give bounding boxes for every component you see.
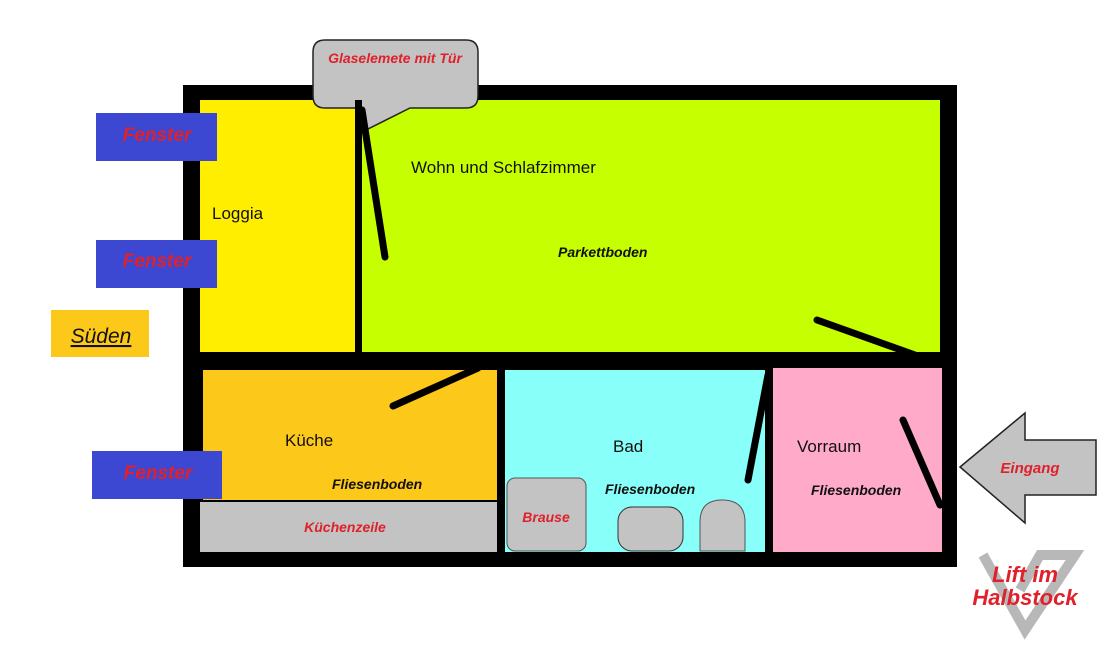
kitchen-floor: Fliesenboden: [332, 476, 422, 492]
kitchen-label: Küche: [285, 431, 333, 450]
hall-label: Vorraum: [797, 437, 861, 456]
window-3: [92, 451, 222, 499]
toilet: [699, 499, 746, 552]
loggia-wall: [355, 100, 362, 352]
shower: [506, 477, 587, 552]
entrance-label: Eingang: [1000, 460, 1059, 477]
door-entrance: [899, 416, 944, 509]
bath-floor: Fliesenboden: [605, 481, 695, 497]
loggia-label: Loggia: [212, 204, 264, 223]
door-swings: [358, 106, 944, 509]
shower-label: Brause: [522, 509, 570, 525]
bath-label: Bad: [613, 437, 643, 456]
orientation-box: [51, 310, 149, 357]
door-bath: [744, 371, 772, 484]
lift-line2: Halbstock: [972, 585, 1079, 610]
entrance-arrow-icon: [958, 411, 1097, 525]
orientation-label: Süden: [71, 325, 132, 348]
room-hall: [773, 368, 942, 552]
window-2: [96, 240, 217, 288]
window-3-label: Fenster: [124, 463, 194, 484]
callout-label: Glaselemete mit Tür: [328, 50, 463, 66]
hall-floor: Fliesenboden: [811, 482, 901, 498]
door-living: [813, 316, 919, 359]
window-2-label: Fenster: [123, 251, 193, 272]
window-1-label: Fenster: [123, 125, 193, 146]
bathtub-sink: [617, 506, 684, 552]
window-1: [96, 113, 217, 161]
door-loggia: [358, 106, 389, 261]
lift-line1: Lift im: [992, 562, 1058, 587]
living-floor: Parkettboden: [558, 244, 647, 260]
callout-bubble: [312, 39, 479, 134]
room-living: [362, 100, 940, 352]
lift-logo-icon: [978, 550, 1085, 640]
room-loggia: [200, 100, 355, 352]
door-kitchen: [389, 364, 482, 410]
kitchen-counter: [200, 502, 497, 552]
room-kitchen: [203, 370, 497, 500]
living-label: Wohn und Schlafzimmer: [411, 158, 596, 177]
kitchen-counter-label: Küchenzeile: [304, 519, 386, 535]
